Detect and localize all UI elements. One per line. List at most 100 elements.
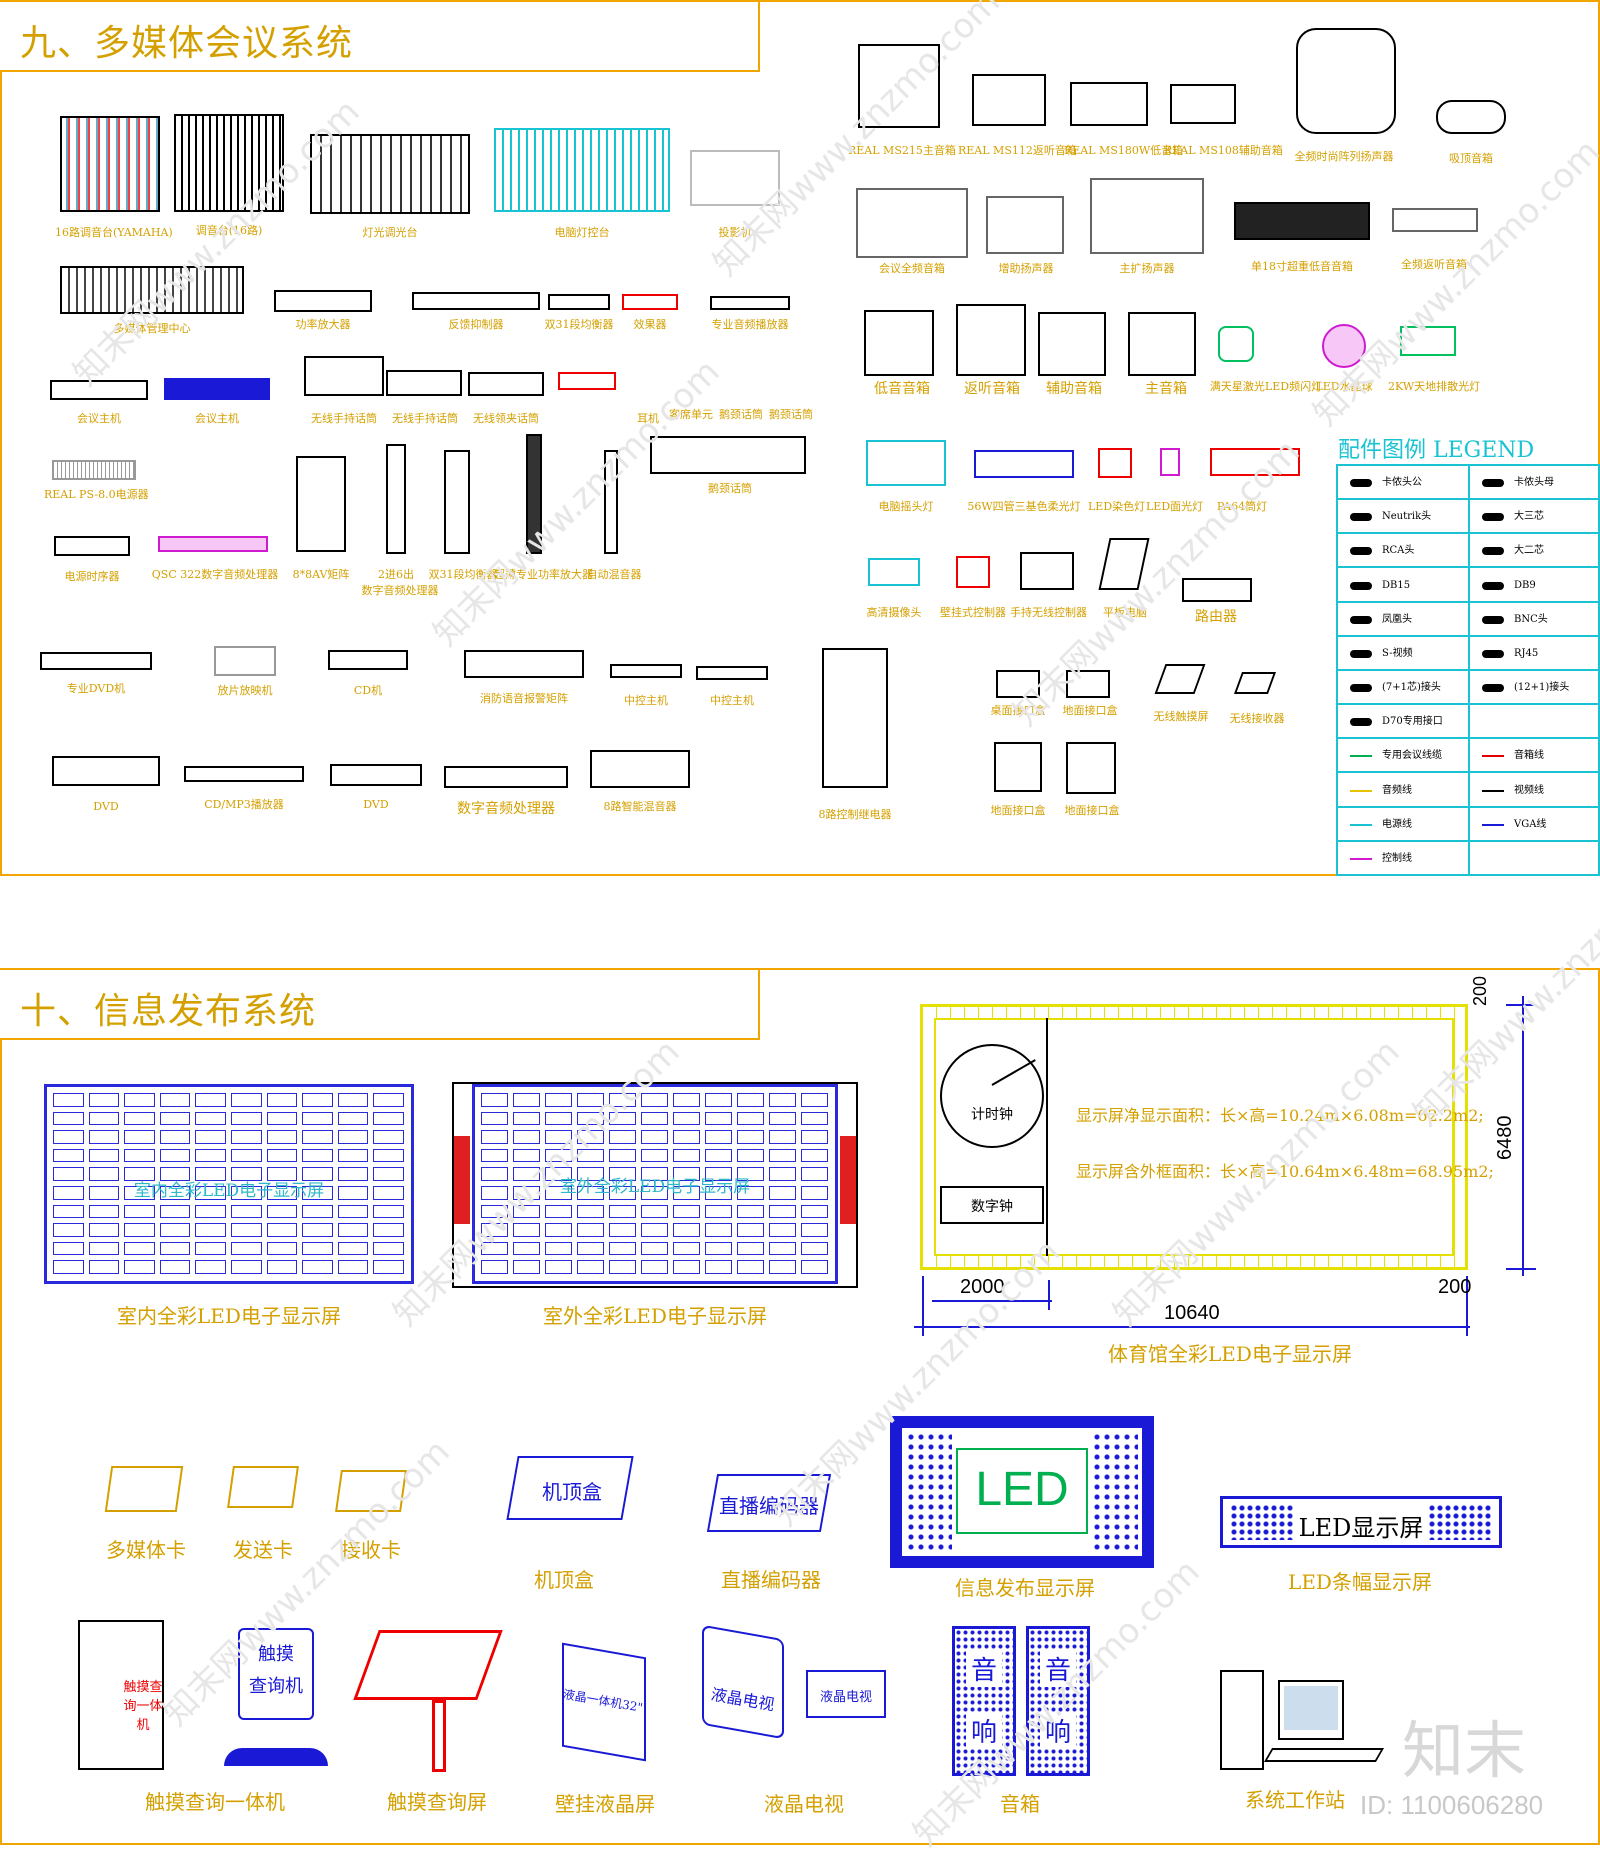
send-card-device	[227, 1466, 299, 1508]
touch-screen-pole	[432, 1700, 446, 1772]
led-module-cell	[124, 1130, 155, 1144]
ceiling-spk-device	[1436, 100, 1506, 134]
cable-line-icon	[1482, 789, 1504, 792]
outdoor-led-inner-text: 室外全彩LED电子显示屏	[559, 1177, 751, 1197]
dvd2-device	[330, 764, 422, 786]
led-module-cell	[513, 1093, 540, 1107]
lcd-tv-text2: 液晶电视	[819, 1690, 872, 1705]
dvd1-device	[52, 756, 160, 786]
led-module-cell	[737, 1204, 764, 1219]
dim-h-line	[914, 1326, 1470, 1328]
led-module-cell	[195, 1204, 226, 1219]
crystal-label: LED水晶球	[1315, 380, 1373, 393]
kiosk-device	[78, 1620, 164, 1770]
handheld-ctrl-device	[1020, 552, 1074, 590]
led-module-cell	[124, 1204, 155, 1219]
led-module-cell	[577, 1130, 604, 1144]
led-module-cell	[801, 1130, 828, 1144]
kiosk-caption: 触摸查询一体机	[145, 1790, 285, 1814]
info-screen-dots-right	[1092, 1432, 1138, 1550]
pro-player-device	[710, 296, 790, 310]
led-module-cell	[481, 1223, 508, 1237]
dim-6480: 6480	[1494, 1115, 1516, 1161]
led-module-cell	[481, 1241, 508, 1256]
sub18-label: 单18寸超重低音音箱	[1251, 260, 1353, 273]
mixer8-device	[590, 750, 690, 788]
floor-box4-label: 地面接口盒	[1064, 804, 1120, 817]
fill-spk-device	[986, 196, 1064, 254]
connector-icon	[1482, 615, 1504, 624]
led-module-cell	[705, 1223, 732, 1237]
legend-row: Neutrik头大三芯	[1338, 500, 1598, 535]
connector-icon	[1482, 684, 1504, 693]
laser-label: 满天星激光LED频闪灯	[1209, 380, 1323, 393]
led-module-cell	[159, 1241, 191, 1256]
led-module-cell	[159, 1148, 191, 1163]
relay-device	[822, 648, 888, 788]
led-module-cell	[302, 1223, 333, 1237]
outdoor-led-frame	[452, 1082, 858, 1288]
section10-title: 十、信息发布系统	[20, 991, 317, 1032]
led-module-cell	[577, 1260, 604, 1274]
led-module-cell	[737, 1130, 764, 1144]
led-module-cell	[481, 1204, 508, 1219]
legend-row: D70专用接口	[1338, 705, 1598, 740]
led-module-cell	[266, 1223, 298, 1237]
projector-label: 投影机	[718, 226, 752, 239]
led-module-cell	[231, 1186, 262, 1200]
led-module-cell	[769, 1223, 796, 1237]
dim-2000: 2000	[960, 1276, 1005, 1298]
led-module-cell	[337, 1241, 369, 1256]
floor-box1-label: 桌面接口盒	[990, 704, 1046, 717]
central2-device	[696, 666, 768, 680]
led-module-cell	[737, 1260, 764, 1274]
legend-cell-label: 电源线	[1382, 818, 1412, 830]
connector-icon	[1350, 718, 1372, 727]
conf-host1-device	[50, 380, 148, 400]
led-module-cell	[88, 1148, 120, 1163]
led-module-cell	[609, 1093, 636, 1107]
led-module-cell	[337, 1204, 369, 1219]
power-seq-label: 电源时序器	[64, 570, 120, 583]
mixer16b-device	[174, 114, 284, 212]
led-module-cell	[577, 1241, 604, 1256]
uv-device	[1400, 326, 1456, 356]
moving-head-label: 电脑摇头灯	[878, 500, 934, 513]
connector-icon	[1350, 615, 1372, 624]
central1-label: 中控主机	[624, 694, 668, 707]
touch-panel-label: 无线触摸屏	[1153, 710, 1209, 723]
led-module-cell	[124, 1148, 155, 1163]
brand-id: ID: 1100606280	[1360, 1790, 1544, 1820]
touch-query-text2: 查询机	[249, 1676, 303, 1697]
led-module-cell	[195, 1260, 226, 1274]
stadium-digital-box	[940, 1186, 1044, 1224]
dsp-big-label: 数字音频处理器	[457, 801, 555, 817]
led-module-cell	[266, 1167, 298, 1181]
real-ps-device	[52, 460, 136, 480]
led-module-cell	[195, 1111, 226, 1126]
led-module-cell	[609, 1130, 636, 1144]
gooseneck1-label: 鹅颈话筒	[719, 408, 763, 421]
led-module-cell	[53, 1130, 84, 1144]
led-module-cell	[373, 1093, 404, 1107]
dsp-big-device	[444, 766, 568, 788]
led-module-cell	[577, 1093, 604, 1107]
projector-device	[690, 150, 780, 206]
led-module-cell	[769, 1111, 796, 1126]
led-module-cell	[337, 1111, 369, 1126]
led-module-cell	[769, 1241, 796, 1256]
led-module-cell	[88, 1223, 120, 1237]
mixer16b-label: 调音台(16路)	[195, 224, 263, 237]
led-module-cell	[53, 1167, 84, 1181]
led-module-cell	[609, 1167, 636, 1181]
led-module-cell	[801, 1111, 828, 1126]
full-return-label: 全频返听音箱	[1401, 258, 1467, 271]
led-module-cell	[266, 1148, 298, 1163]
legend-cell-label: 凤凰头	[1382, 613, 1412, 625]
column-spk-label: 全频时尚阵列扬声器	[1294, 150, 1394, 163]
connector-icon	[1350, 547, 1372, 556]
outdoor-led-side-left	[454, 1136, 470, 1224]
legend-cell-label: DB9	[1514, 579, 1536, 591]
